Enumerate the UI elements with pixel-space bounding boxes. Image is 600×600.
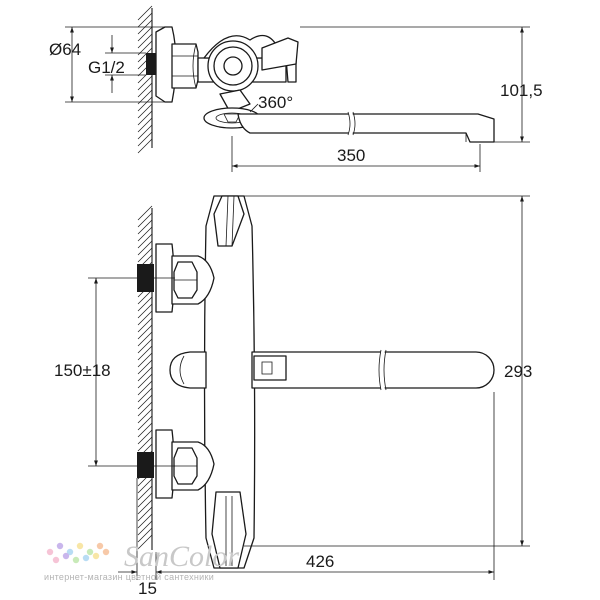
top-handle bbox=[213, 195, 245, 247]
front-view bbox=[137, 195, 495, 569]
watermark-dot bbox=[56, 542, 64, 550]
dimension-lines bbox=[65, 26, 530, 580]
dim-spout-length-front: 426 bbox=[306, 552, 334, 571]
dim-center-distance: 150±18 bbox=[54, 361, 111, 380]
nut-top bbox=[171, 43, 199, 89]
dim-total-height: 293 bbox=[504, 362, 532, 381]
flange-lower bbox=[155, 429, 175, 499]
dim-thread: G1/2 bbox=[88, 58, 125, 77]
nut-lower bbox=[171, 441, 215, 491]
dimension-labels: Ø64 G1/2 360° 101,5 350 150±18 293 426 1… bbox=[49, 40, 543, 598]
watermark-brand: SanColor bbox=[124, 540, 239, 573]
wall-thread-top bbox=[146, 53, 158, 75]
dim-wall-offset: 15 bbox=[138, 579, 157, 598]
dim-height-top: 101,5 bbox=[500, 81, 543, 100]
watermark-dot bbox=[46, 548, 54, 556]
body-front bbox=[203, 195, 256, 569]
watermark-dot bbox=[76, 542, 84, 550]
spout-top bbox=[203, 89, 495, 143]
watermark-dot bbox=[102, 548, 110, 556]
watermark-dot bbox=[66, 548, 74, 556]
dim-swivel-angle: 360° bbox=[258, 93, 293, 112]
watermark-tagline: интернет-магазин цветной сантехники bbox=[44, 572, 214, 582]
wall-front bbox=[137, 205, 153, 550]
wall-thread-lower bbox=[137, 452, 154, 478]
shower-outlet bbox=[169, 351, 207, 389]
bottom-handle bbox=[211, 491, 247, 569]
spout-front bbox=[251, 349, 495, 391]
watermark-dot bbox=[82, 554, 90, 562]
watermark-dot bbox=[72, 556, 80, 564]
dim-spout-length-top: 350 bbox=[337, 146, 365, 165]
watermark-dot bbox=[96, 542, 104, 550]
nut-upper bbox=[171, 255, 215, 305]
top-view bbox=[137, 5, 495, 154]
wall-top bbox=[137, 5, 153, 154]
body-top bbox=[197, 34, 299, 92]
watermark-dots bbox=[46, 542, 110, 564]
sancolor-watermark: SanColor интернет-магазин цветной сантех… bbox=[44, 540, 239, 582]
watermark-dot bbox=[52, 556, 60, 564]
watermark-dot bbox=[92, 552, 100, 560]
watermark-dot bbox=[62, 552, 70, 560]
dim-flange-diameter: Ø64 bbox=[49, 40, 81, 59]
watermark-dot bbox=[86, 548, 94, 556]
